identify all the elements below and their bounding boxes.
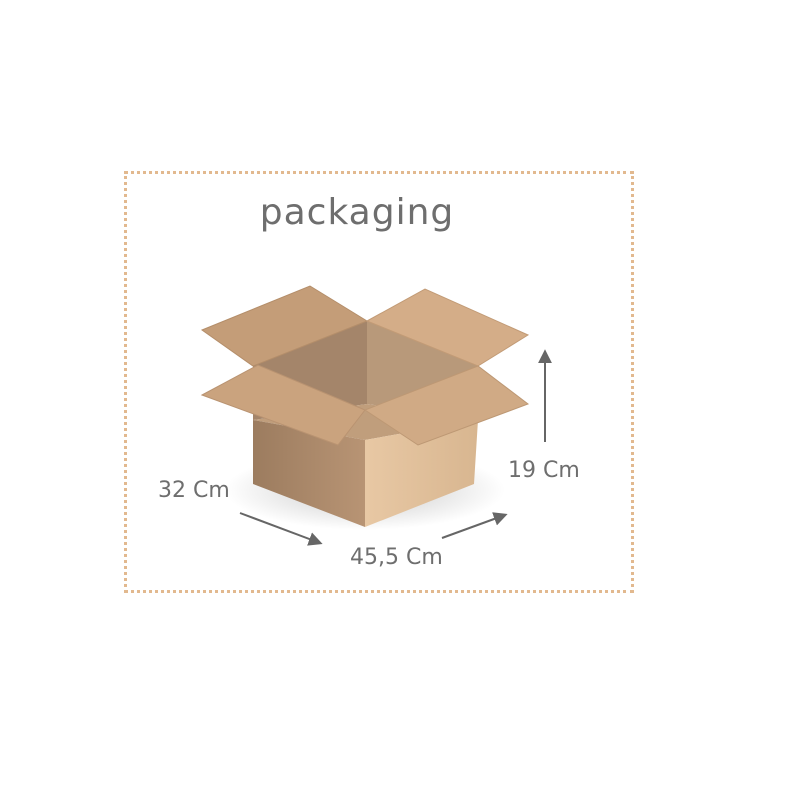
width-label: 45,5 Cm [350, 545, 443, 570]
box-left-face [253, 420, 365, 527]
depth-arrow [239, 512, 323, 546]
front-right-flap [363, 365, 530, 446]
box-right-face [365, 420, 478, 527]
back-right-flap [365, 288, 530, 367]
diagram-title: packaging [259, 192, 455, 233]
depth-label: 32 Cm [158, 478, 230, 503]
width-arrow [441, 512, 508, 539]
dotted-frame [124, 171, 634, 593]
height-label: 19 Cm [508, 458, 580, 483]
